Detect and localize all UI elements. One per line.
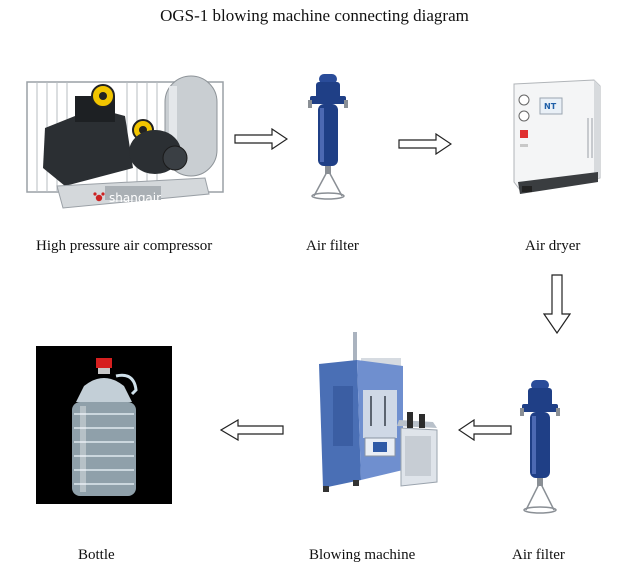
flow-arrow-filter-to-dryer — [398, 133, 452, 155]
label-air-compressor: High pressure air compressor — [36, 238, 213, 254]
label-air-filter-2: Air filter — [512, 547, 565, 563]
label-air-filter-1: Air filter — [306, 238, 359, 254]
air-filter-image-1 — [308, 74, 348, 200]
flow-arrow-dryer-to-filter — [543, 274, 571, 334]
label-blowing-machine: Blowing machine — [309, 547, 416, 563]
diagram-title: OGS-1 blowing machine connecting diagram — [160, 6, 469, 25]
label-bottle: Bottle — [78, 547, 115, 563]
dryer-brand-logo: NT — [544, 102, 557, 111]
air-dryer-image: NT — [513, 79, 601, 194]
air-compressor-image: shangair — [26, 75, 224, 209]
flow-arrow-filter-to-blowing-machine — [458, 419, 512, 441]
flow-arrow-blowing-machine-to-bottle — [220, 419, 284, 441]
air-filter-image-2 — [520, 380, 560, 514]
blowing-machine-image — [319, 332, 438, 492]
compressor-brand-logo: shangair — [109, 191, 161, 205]
bottle-image — [36, 346, 172, 504]
flow-arrow-compressor-to-filter — [234, 128, 288, 150]
label-air-dryer: Air dryer — [525, 238, 581, 254]
